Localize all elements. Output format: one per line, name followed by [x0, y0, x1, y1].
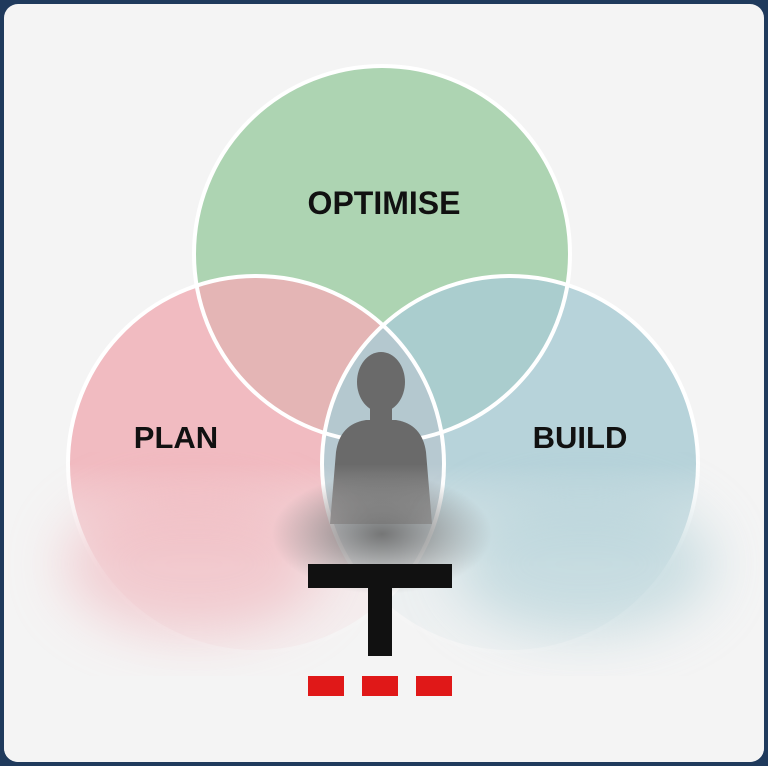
diagram-frame: OPTIMISE PLAN BUILD	[4, 4, 764, 762]
t-logo	[308, 564, 452, 696]
t-logo-dot	[308, 676, 344, 696]
optimise-label: OPTIMISE	[308, 185, 461, 221]
venn-diagram: OPTIMISE PLAN BUILD	[4, 64, 764, 762]
plan-label: PLAN	[134, 420, 218, 455]
t-logo-dot	[416, 676, 452, 696]
t-logo-dot	[362, 676, 398, 696]
blurred-reflection	[64, 494, 714, 634]
build-label: BUILD	[533, 420, 628, 455]
t-logo-stem	[368, 564, 392, 656]
